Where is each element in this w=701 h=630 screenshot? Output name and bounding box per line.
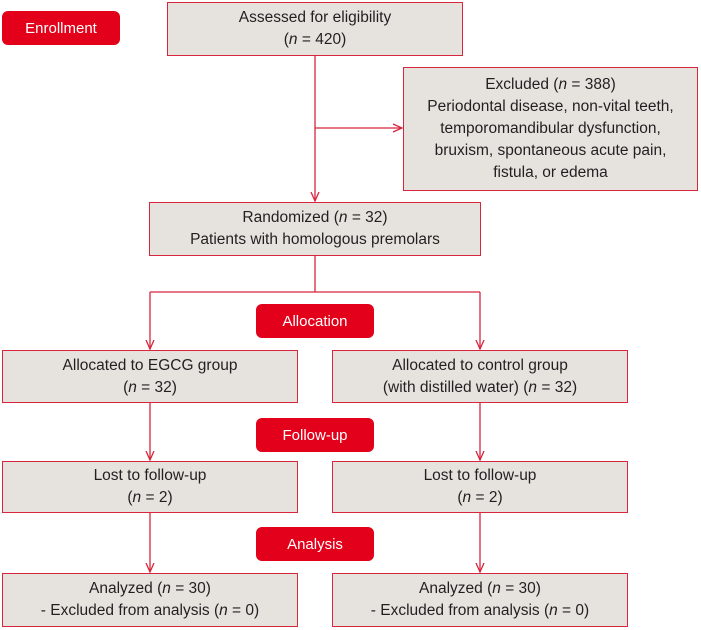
analyzed-left-box: Analyzed (n = 30) - Excluded from analys… <box>2 573 298 627</box>
excluded-box: Excluded (n = 388) Periodontal disease, … <box>403 67 698 191</box>
stage-followup: Follow-up <box>256 418 374 452</box>
randomized-box: Randomized (n = 32) Patients with homolo… <box>149 202 481 256</box>
assessed-box: Assessed for eligibility (n = 420) <box>167 2 463 56</box>
control-group-box: Allocated to control group (with distill… <box>332 350 628 403</box>
lost-followup-left-box: Lost to follow-up (n = 2) <box>2 461 298 513</box>
analyzed-right-box: Analyzed (n = 30) - Excluded from analys… <box>332 573 628 627</box>
egcg-group-box: Allocated to EGCG group (n = 32) <box>2 350 298 403</box>
stage-analysis: Analysis <box>256 527 374 561</box>
stage-enrollment: Enrollment <box>2 11 120 45</box>
stage-allocation: Allocation <box>256 304 374 338</box>
lost-followup-right-box: Lost to follow-up (n = 2) <box>332 461 628 513</box>
